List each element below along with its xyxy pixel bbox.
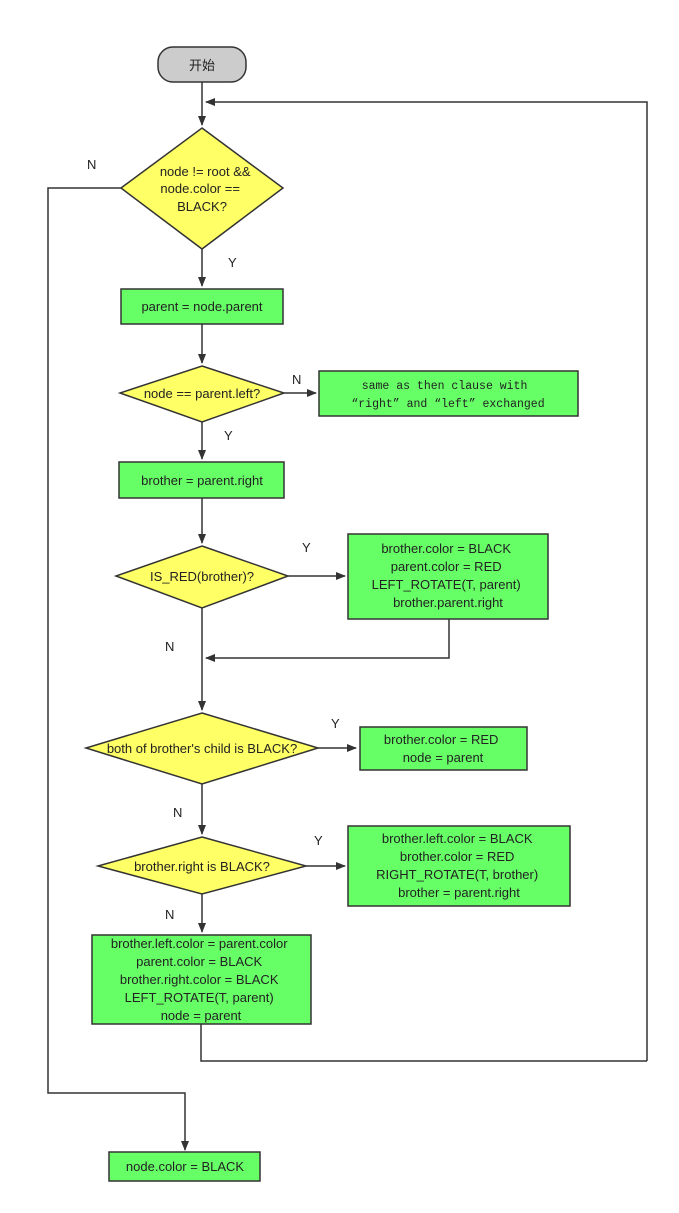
else-clause-line-2: “right” and “left” exchanged bbox=[351, 398, 544, 411]
final-node: node.color = BLACK bbox=[108, 1151, 261, 1182]
else-clause-line-1: same as then clause with bbox=[362, 380, 528, 393]
edge-label-left-yes: Y bbox=[224, 428, 233, 443]
edge-label-both-no: N bbox=[173, 805, 182, 820]
svg-text:brother.color = BLACK pa: brother.color = BLACK parent.color = RED… bbox=[372, 541, 525, 610]
final-label: node.color = BLACK bbox=[126, 1159, 244, 1174]
svg-text:brother.left.color = parent.co: brother.left.color = parent.color parent… bbox=[111, 936, 291, 1023]
is-left-child-node: node == parent.left? bbox=[117, 365, 287, 423]
case3-line-2: brother.color = RED bbox=[400, 849, 515, 864]
else-clause-node: same as then clause with “right” and “le… bbox=[318, 370, 579, 417]
loop-condition-line-2: node.color == bbox=[160, 181, 240, 196]
both-children-black-node: both of brother's child is BLACK? bbox=[83, 712, 321, 785]
case1-line-1: brother.color = BLACK bbox=[381, 541, 511, 556]
case3-line-3: RIGHT_ROTATE(T, brother) bbox=[376, 867, 538, 882]
brother-is-red-label: IS_RED(brother)? bbox=[150, 569, 254, 584]
case3-line-4: brother = parent.right bbox=[398, 885, 520, 900]
edge-label-isred-yes: Y bbox=[302, 540, 311, 555]
connectors bbox=[47, 82, 648, 1151]
start-label: 开始 bbox=[189, 58, 215, 73]
svg-text:node != root && node.col: node != root && node.color == BLACK? bbox=[160, 164, 254, 214]
case4-line-3: brother.right.color = BLACK bbox=[120, 972, 279, 987]
set-parent-node: parent = node.parent bbox=[120, 288, 284, 325]
case2-node: brother.color = RED node = parent bbox=[359, 726, 528, 771]
case1-line-3: LEFT_ROTATE(T, parent) bbox=[372, 577, 521, 592]
loop-condition-node: node != root && node.color == BLACK? bbox=[119, 127, 285, 250]
right-child-black-label: brother.right is BLACK? bbox=[134, 859, 270, 874]
edge-label-both-yes: Y bbox=[331, 716, 340, 731]
svg-text:brother.color = RED node: brother.color = RED node = parent bbox=[384, 732, 502, 765]
edge-loop-back bbox=[205, 98, 648, 1061]
case3-node: brother.left.color = BLACK brother.color… bbox=[347, 825, 571, 907]
case2-line-1: brother.color = RED bbox=[384, 732, 499, 747]
edge-label-right-no: N bbox=[165, 907, 174, 922]
case1-node: brother.color = BLACK parent.color = RED… bbox=[347, 533, 549, 620]
edge-label-loop-yes: Y bbox=[228, 255, 237, 270]
edge-label-left-no: N bbox=[292, 372, 301, 387]
right-child-black-node: brother.right is BLACK? bbox=[95, 836, 309, 895]
svg-text:brother.left.color = BLACK: brother.left.color = BLACK brother.color… bbox=[376, 831, 542, 900]
set-brother-label: brother = parent.right bbox=[141, 473, 263, 488]
set-brother-node: brother = parent.right bbox=[118, 461, 285, 499]
case3-line-1: brother.left.color = BLACK bbox=[382, 831, 533, 846]
edge-label-isred-no: N bbox=[165, 639, 174, 654]
case4-line-1: brother.left.color = parent.color bbox=[111, 936, 288, 951]
edge-labels: N Y N Y Y N Y N Y N bbox=[87, 157, 340, 922]
start-node: 开始 bbox=[157, 46, 247, 83]
brother-is-red-node: IS_RED(brother)? bbox=[113, 545, 291, 609]
edge-case1-return bbox=[205, 619, 450, 662]
case4-line-5: node = parent bbox=[161, 1008, 242, 1023]
case2-line-2: node = parent bbox=[403, 750, 484, 765]
set-parent-label: parent = node.parent bbox=[141, 299, 262, 314]
is-left-child-label: node == parent.left? bbox=[144, 386, 260, 401]
edge-label-loop-no: N bbox=[87, 157, 96, 172]
case1-line-4: brother.parent.right bbox=[393, 595, 503, 610]
case4-node: brother.left.color = parent.color parent… bbox=[91, 934, 312, 1025]
loop-condition-line-1: node != root && bbox=[160, 164, 251, 179]
case4-line-4: LEFT_ROTATE(T, parent) bbox=[125, 990, 274, 1005]
loop-condition-line-3: BLACK? bbox=[177, 199, 227, 214]
edge-label-right-yes: Y bbox=[314, 833, 323, 848]
edge-case4-return bbox=[200, 1024, 647, 1062]
both-children-black-label: both of brother's child is BLACK? bbox=[107, 741, 297, 756]
case4-line-2: parent.color = BLACK bbox=[136, 954, 262, 969]
edge-loop-no bbox=[47, 187, 189, 1151]
svg-text:same as then clause with: same as then clause with “right” and “le… bbox=[351, 380, 544, 411]
case1-line-2: parent.color = RED bbox=[391, 559, 502, 574]
